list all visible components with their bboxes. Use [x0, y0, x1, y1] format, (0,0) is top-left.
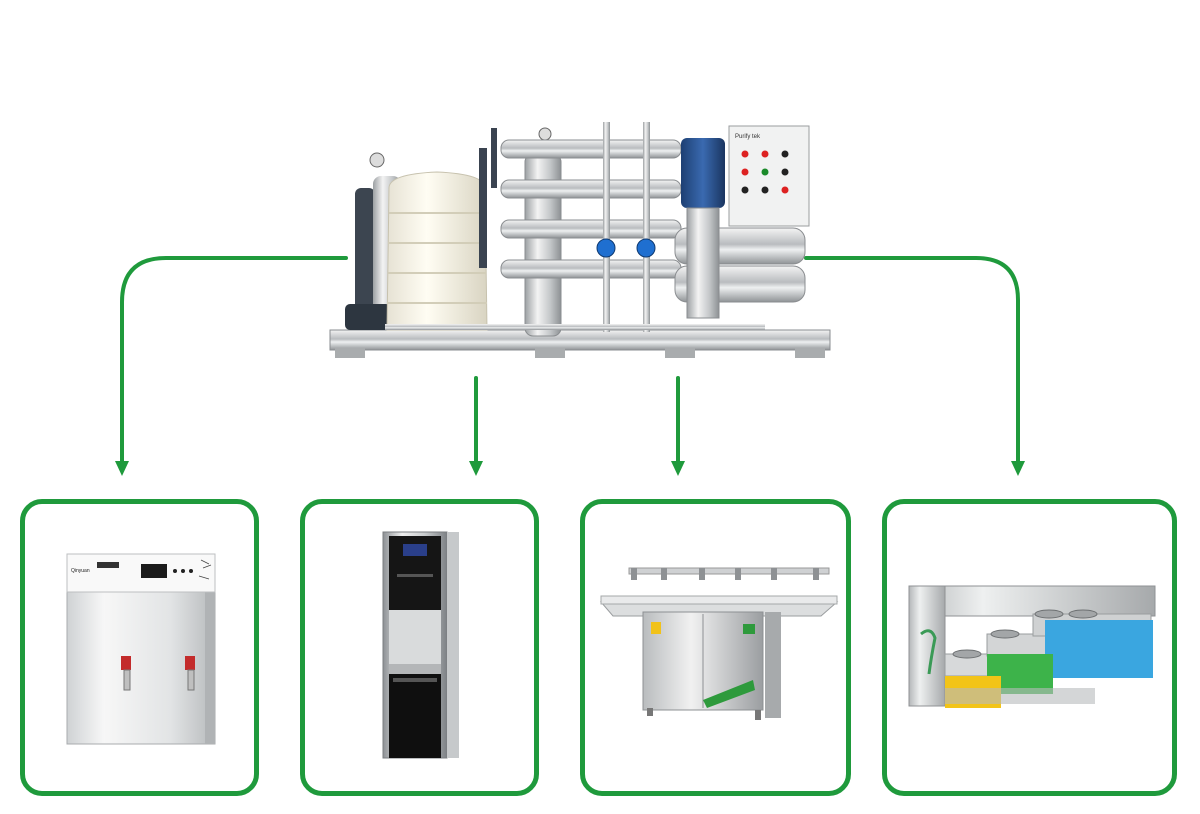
brand-label: Qinyuan [71, 568, 90, 574]
vertical-water-dispenser-icon [382, 531, 459, 759]
arrowhead-icon [469, 461, 483, 476]
panel-label: Purify tek [735, 134, 761, 140]
reverse-osmosis-water-treatment-unit-icon: Purify tek [329, 122, 831, 358]
school-drinking-fountain-icon [908, 585, 1156, 708]
arrow-to-boiler [120, 256, 348, 464]
arrowhead-icon [115, 461, 129, 476]
arrowhead-icon [1011, 461, 1025, 476]
wall-mounted-water-boiler-icon: Qinyuan [66, 553, 216, 745]
arrowhead-icon [671, 461, 685, 476]
multi-tap-stainless-drinking-fountain-icon [599, 567, 839, 720]
arrow-to-school-fountain [804, 256, 1020, 464]
output-box-multi-tap-fountain [580, 499, 851, 796]
output-box-school-fountain [882, 499, 1177, 796]
output-box-water-dispenser [300, 499, 539, 796]
output-box-water-boiler: Qinyuan [20, 499, 259, 796]
